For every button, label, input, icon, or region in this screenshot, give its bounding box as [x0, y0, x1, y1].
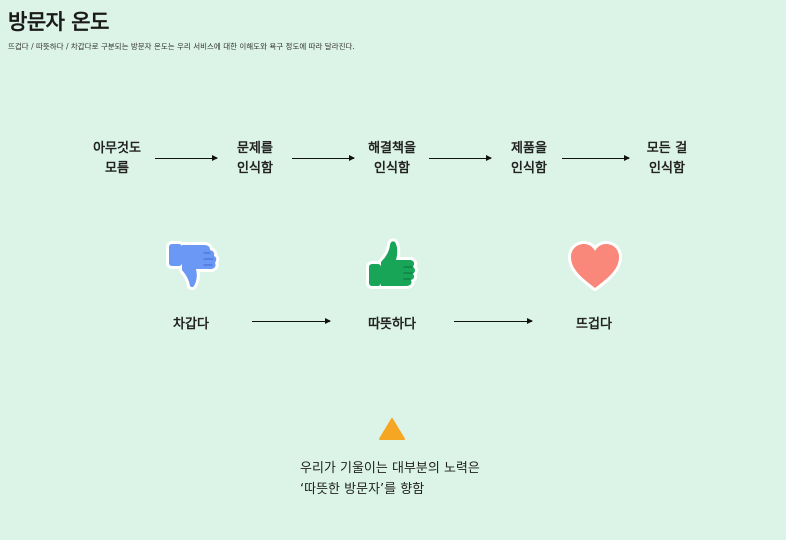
thumbs-up-icon [366, 238, 418, 289]
stage-problem-aware: 문제를 인식함 [195, 139, 315, 179]
goal-line2: ‘따뜻한 방문자’를 향함 [300, 482, 425, 497]
stage-line2: 모름 [105, 161, 129, 176]
temperature-label-hot: 뜨겁다 [576, 317, 612, 332]
stage-line2: 인식함 [374, 161, 410, 176]
temperature-label-warm: 따뜻하다 [368, 317, 416, 332]
temperature-arrow [454, 318, 533, 324]
stage-solution-aware: 해결책을 인식함 [332, 139, 452, 179]
stage-line2: 인식함 [237, 161, 273, 176]
stage-arrow [562, 155, 630, 161]
stage-arrow [429, 155, 492, 161]
stage-unaware: 아무것도 모름 [57, 139, 177, 179]
goal-note: 우리가 기울이는 대부분의 노력은 ‘따뜻한 방문자’를 향함 [300, 458, 480, 500]
page-title: 방문자 온도 [8, 10, 109, 34]
stage-line1: 아무것도 [93, 141, 141, 156]
stage-line1: 해결책을 [368, 141, 416, 156]
heart-icon [568, 241, 622, 291]
stage-product-aware: 제품을 인식함 [469, 139, 589, 179]
page-subtitle: 뜨겁다 / 따뜻하다 / 차갑다로 구분되는 방문자 온도는 우리 서비스에 대… [8, 42, 355, 51]
stage-line1: 제품을 [511, 141, 547, 156]
stage-line1: 문제를 [237, 141, 273, 156]
stage-arrow [292, 155, 355, 161]
thumbs-down-icon [166, 241, 220, 291]
stage-most-aware: 모든 걸 인식함 [607, 139, 727, 179]
goal-line1: 우리가 기울이는 대부분의 노력은 [300, 461, 480, 476]
temperature-label-cold: 차갑다 [173, 317, 209, 332]
stage-line1: 모든 걸 [646, 141, 688, 156]
triangle-icon [379, 418, 405, 440]
stage-line2: 인식함 [511, 161, 547, 176]
temperature-arrow [252, 318, 331, 324]
stage-arrow [155, 155, 218, 161]
stage-line2: 인식함 [649, 161, 685, 176]
